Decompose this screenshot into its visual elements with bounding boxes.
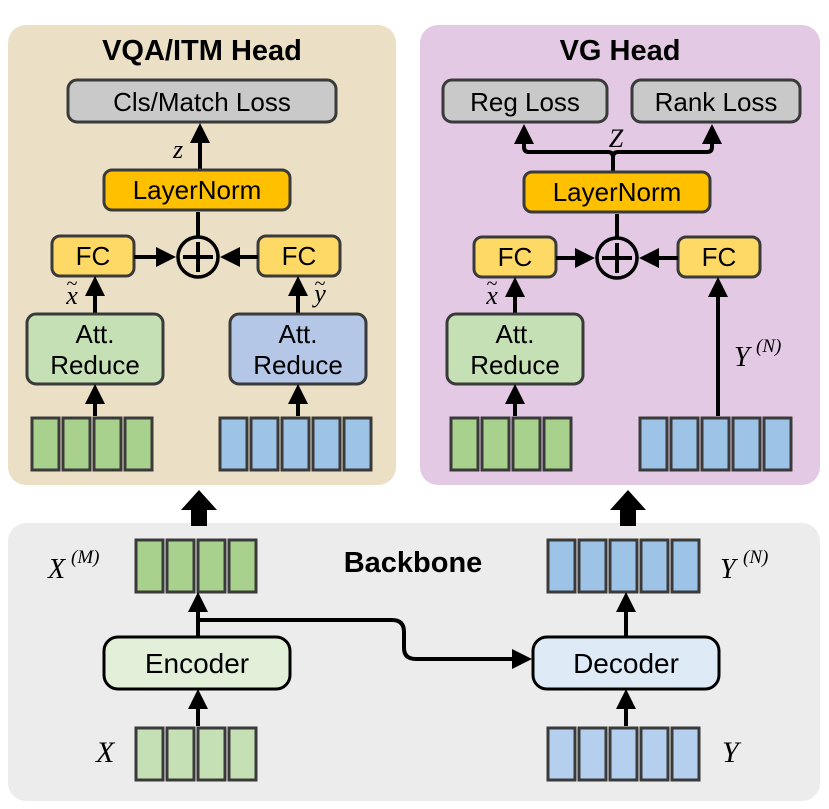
token	[249, 416, 280, 472]
y-input-label: Y	[722, 736, 742, 769]
vg-fc-right-label: FC	[702, 242, 737, 272]
token	[165, 726, 196, 782]
token	[546, 538, 577, 594]
vg-blue-token-group	[638, 416, 793, 472]
vg-att-line2: Reduce	[470, 350, 560, 380]
vg-x-tilde-label: x	[485, 281, 498, 310]
vqa-y-tilde-label: y	[311, 279, 326, 308]
reg-loss-label: Reg Loss	[470, 87, 580, 117]
vqa-att-right-line1: Att.	[278, 319, 317, 349]
thick-up-arrow-icon	[610, 490, 646, 526]
vqa-plus-circle-icon	[176, 235, 220, 279]
y-input-token-group	[546, 726, 701, 782]
x-input-label: X	[95, 736, 116, 769]
vqa-att-left-line2: Reduce	[50, 350, 140, 380]
token	[762, 416, 793, 472]
vqa-y-tilde-mark: ~	[315, 273, 326, 295]
backbone-title: Backbone	[344, 547, 483, 579]
token	[670, 726, 701, 782]
token	[30, 416, 61, 472]
token	[577, 538, 608, 594]
vqa-x-tilde-label: x	[65, 281, 78, 310]
decoder-label: Decoder	[573, 648, 679, 679]
rank-loss-box	[630, 78, 802, 124]
encoder-label: Encoder	[145, 648, 249, 679]
token	[480, 416, 511, 472]
token	[165, 538, 196, 594]
token	[92, 416, 123, 472]
vg-panel-title: VG Head	[560, 35, 681, 67]
token	[280, 416, 311, 472]
vg-yn-sup: (N)	[756, 336, 781, 357]
cls-match-loss-label: Cls/Match Loss	[113, 87, 291, 117]
token	[196, 538, 227, 594]
vqa-blue-token-group	[218, 416, 373, 472]
token	[608, 726, 639, 782]
token	[196, 726, 227, 782]
vqa-green-token-group	[30, 416, 154, 472]
token	[638, 416, 669, 472]
backbone-xm-token-group	[134, 538, 258, 594]
vg-yn-base: Y	[734, 342, 753, 373]
token	[639, 726, 670, 782]
vg-plus-circle-icon	[595, 236, 639, 280]
token	[123, 416, 154, 472]
cls-match-loss-box	[66, 78, 338, 124]
vg-att-line1: Att.	[495, 319, 534, 349]
token	[449, 416, 480, 472]
vg-layernorm-box	[522, 170, 712, 214]
token	[546, 726, 577, 782]
token	[731, 416, 762, 472]
vqa-fc-right-label: FC	[282, 241, 317, 271]
backbone-yn-token-group	[546, 538, 701, 594]
token	[700, 416, 731, 472]
arrow-encoder-to-decoder	[198, 618, 532, 669]
vqa-x-tilde-mark: ~	[67, 273, 78, 295]
vqa-layernorm-box	[102, 168, 292, 212]
token	[227, 538, 258, 594]
reg-loss-box	[441, 78, 609, 124]
vg-layernorm-label: LayerNorm	[553, 177, 682, 207]
backbone-yn-base: Y	[720, 554, 739, 585]
backbone-yn-sup: (N)	[743, 547, 768, 568]
token	[542, 416, 573, 472]
vqa-att-right-line2: Reduce	[253, 350, 343, 380]
token	[577, 726, 608, 782]
vg-z-label: Z	[609, 124, 624, 153]
vg-x-tilde-mark: ~	[487, 273, 498, 295]
token	[511, 416, 542, 472]
token	[608, 538, 639, 594]
token	[342, 416, 373, 472]
vqa-fc-left-label: FC	[76, 241, 111, 271]
token	[670, 538, 701, 594]
token	[61, 416, 92, 472]
vqa-panel-title: VQA/ITM Head	[102, 35, 302, 67]
xm-base: X	[47, 554, 66, 585]
vqa-z-label: z	[172, 135, 183, 164]
x-input-token-group	[134, 726, 258, 782]
token	[311, 416, 342, 472]
token	[669, 416, 700, 472]
vg-green-token-group	[449, 416, 573, 472]
vg-branch-line-right	[611, 124, 722, 158]
thick-up-arrow-icon	[181, 490, 217, 526]
token	[134, 726, 165, 782]
vqa-layernorm-label: LayerNorm	[133, 175, 262, 205]
xm-sup: (M)	[71, 547, 99, 568]
token	[227, 726, 258, 782]
token	[134, 538, 165, 594]
vg-fc-left-label: FC	[498, 242, 533, 272]
token	[639, 538, 670, 594]
vqa-att-left-line1: Att.	[75, 319, 114, 349]
rank-loss-label: Rank Loss	[655, 87, 778, 117]
token	[218, 416, 249, 472]
